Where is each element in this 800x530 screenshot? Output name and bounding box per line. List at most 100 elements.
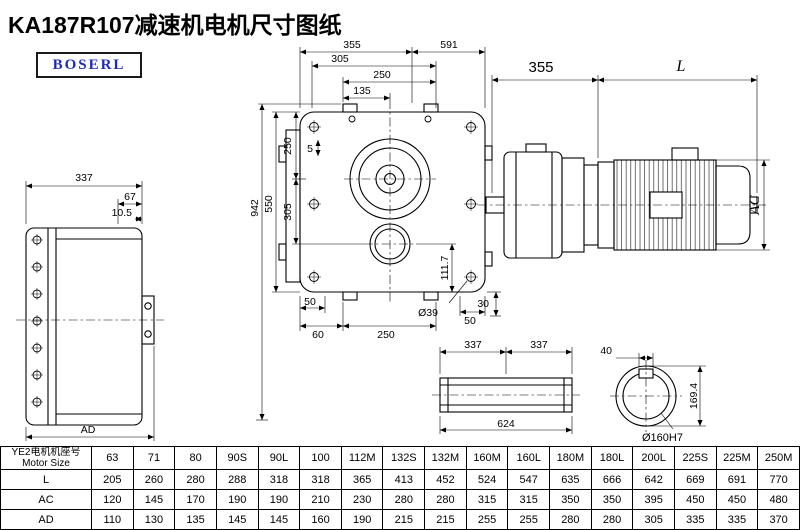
cell-L-63: 205	[91, 469, 134, 490]
front-view-bolts	[307, 115, 478, 284]
size-col-160M: 160M	[465, 446, 509, 470]
size-col-132M: 132M	[424, 446, 467, 470]
cell-AC-250M: 480	[757, 489, 800, 510]
size-col-63: 63	[91, 446, 134, 470]
size-col-80: 80	[174, 446, 217, 470]
cell-L-225S: 669	[673, 469, 717, 490]
cell-AD-90S: 145	[215, 509, 259, 530]
dim-front-591: 591	[440, 39, 458, 51]
cell-AD-180L: 280	[590, 509, 634, 530]
size-col-90S: 90S	[215, 446, 259, 470]
size-col-225S: 225S	[673, 446, 717, 470]
size-col-250M: 250M	[757, 446, 800, 470]
dim-assembly-AC: AC	[747, 194, 763, 215]
dim-front-305-left: 305	[282, 203, 294, 221]
dim-side-ad: AD	[81, 424, 96, 436]
dim-front-135: 135	[353, 85, 371, 97]
size-col-180L: 180L	[590, 446, 634, 470]
dim-bore-dia160h7: Ø160H7	[642, 432, 683, 444]
cell-AC-160M: 315	[465, 489, 509, 510]
cell-L-80: 280	[174, 469, 217, 490]
dim-side-67: 67	[124, 191, 136, 203]
dim-front-30: 30	[477, 298, 489, 310]
cell-AC-100: 210	[299, 489, 342, 510]
front-view	[278, 103, 493, 301]
dim-front-dia39: Ø39	[418, 307, 438, 319]
bore-dims	[616, 353, 706, 430]
dim-front-550: 550	[263, 195, 275, 213]
cell-AD-80: 135	[174, 509, 217, 530]
cell-AC-180M: 350	[549, 489, 592, 510]
cell-AD-250M: 370	[757, 509, 800, 530]
size-col-225M: 225M	[715, 446, 759, 470]
dim-assembly-L: L	[676, 58, 686, 75]
cell-AD-71: 130	[132, 509, 176, 530]
size-col-71: 71	[132, 446, 176, 470]
cell-L-132S: 413	[382, 469, 426, 490]
size-col-200L: 200L	[632, 446, 675, 470]
size-col-180M: 180M	[549, 446, 592, 470]
cell-AC-160L: 315	[507, 489, 551, 510]
side-view-dims	[25, 181, 155, 441]
cell-L-112M: 365	[340, 469, 384, 490]
cell-AD-200L: 305	[632, 509, 675, 530]
cell-AC-132M: 280	[424, 489, 467, 510]
cell-AD-160M: 255	[465, 509, 509, 530]
dim-front-250-bottom: 250	[377, 329, 395, 341]
cell-AD-63: 110	[91, 509, 134, 530]
cell-L-90S: 288	[215, 469, 259, 490]
technical-drawing: 337 67 10.5 AD	[16, 39, 770, 444]
cell-L-225M: 691	[715, 469, 759, 490]
cell-L-100: 318	[299, 469, 342, 490]
cell-AC-112M: 230	[340, 489, 384, 510]
cell-L-90L: 318	[257, 469, 301, 490]
cell-AD-160L: 255	[507, 509, 551, 530]
cell-AD-132S: 215	[382, 509, 426, 530]
assembly-view	[485, 143, 758, 259]
row-label-L: L	[0, 469, 92, 490]
front-view-dims	[256, 47, 501, 421]
size-col-112M: 112M	[340, 446, 384, 470]
cell-AC-200L: 395	[632, 489, 675, 510]
cell-AC-132S: 280	[382, 489, 426, 510]
fan-cowl	[715, 165, 751, 245]
dim-front-355: 355	[343, 39, 361, 51]
dim-bore-40: 40	[600, 345, 612, 357]
dim-side-337: 337	[75, 172, 93, 184]
dim-front-111-7: 111.7	[439, 255, 451, 280]
dim-front-250-left: 250	[282, 137, 294, 155]
row-label-AC: AC	[0, 489, 92, 510]
cell-AD-90L: 145	[257, 509, 301, 530]
dim-front-5: 5	[307, 143, 313, 155]
cell-AD-100: 160	[299, 509, 342, 530]
size-col-132S: 132S	[382, 446, 426, 470]
cell-AC-90S: 190	[215, 489, 259, 510]
assembly-dims	[491, 75, 770, 251]
dim-assembly-355: 355	[528, 59, 553, 76]
dim-front-60: 60	[312, 329, 324, 341]
cell-L-71: 260	[132, 469, 176, 490]
cell-AD-225M: 335	[715, 509, 759, 530]
dim-shaft-337a: 337	[464, 339, 482, 351]
dim-bore-169-4: 169.4	[688, 383, 700, 409]
cell-L-180L: 666	[590, 469, 634, 490]
cell-AC-63: 120	[91, 489, 134, 510]
cell-L-132M: 452	[424, 469, 467, 490]
cell-AC-180L: 350	[590, 489, 634, 510]
cell-AC-90L: 190	[257, 489, 301, 510]
cell-AD-180M: 280	[549, 509, 592, 530]
terminal-box	[671, 147, 699, 161]
cell-L-200L: 642	[632, 469, 675, 490]
dim-shaft-624: 624	[497, 418, 515, 430]
cell-AD-225S: 335	[673, 509, 717, 530]
side-view	[25, 227, 155, 426]
cell-AC-225M: 450	[715, 489, 759, 510]
dim-front-50-left: 50	[304, 296, 316, 308]
cell-AC-71: 145	[132, 489, 176, 510]
bore-centerlines	[610, 360, 682, 432]
dim-shaft-337b: 337	[530, 339, 548, 351]
cell-AC-80: 170	[174, 489, 217, 510]
